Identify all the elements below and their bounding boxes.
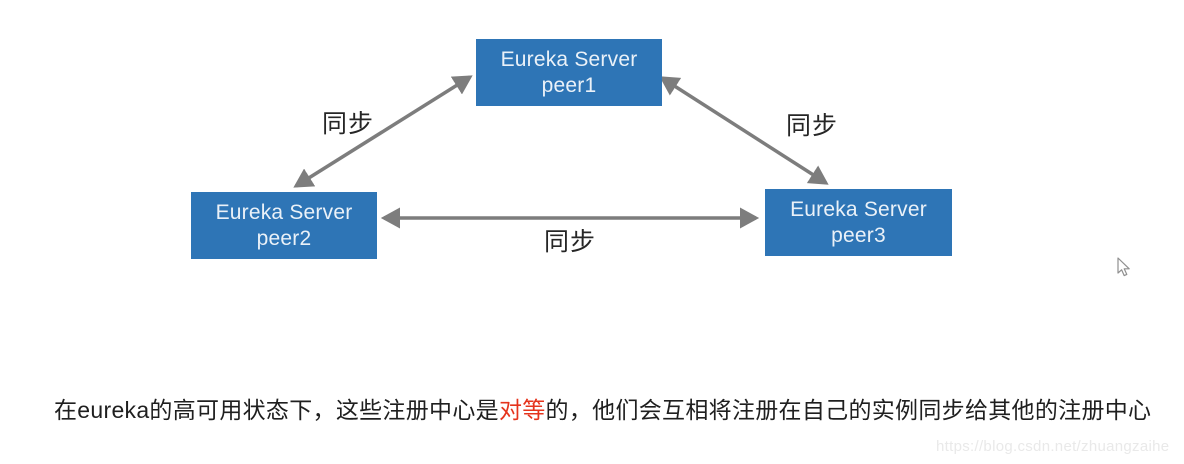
sync-label-middle: 同步 — [544, 228, 597, 256]
node-title: Eureka Server — [215, 200, 353, 224]
node-eureka-server-peer3: Eureka Server peer3 — [765, 189, 952, 256]
mouse-cursor-icon — [1117, 257, 1130, 277]
node-subtitle: peer2 — [256, 226, 312, 250]
caption-prefix: 在eureka的高可用状态下，这些注册中心是 — [54, 397, 499, 423]
sync-label-right: 同步 — [786, 112, 839, 140]
node-subtitle: peer1 — [541, 73, 597, 97]
node-eureka-server-peer2: Eureka Server peer2 — [191, 192, 377, 259]
node-subtitle: peer3 — [831, 223, 886, 247]
node-title: Eureka Server — [790, 197, 927, 221]
watermark-url: https://blog.csdn.net/zhuangzaihe — [936, 438, 1170, 455]
node-title: Eureka Server — [500, 47, 638, 71]
caption-highlight: 对等 — [498, 397, 546, 423]
node-eureka-server-peer1: Eureka Server peer1 — [476, 39, 662, 106]
caption-suffix: 的，他们会互相将注册在自己的实例同步给其他的注册中心 — [545, 397, 1152, 423]
sync-label-left: 同步 — [322, 110, 375, 138]
caption-text: 在eureka的高可用状态下，这些注册中心是对等的，他们会互相将注册在自己的实例… — [54, 391, 1174, 425]
